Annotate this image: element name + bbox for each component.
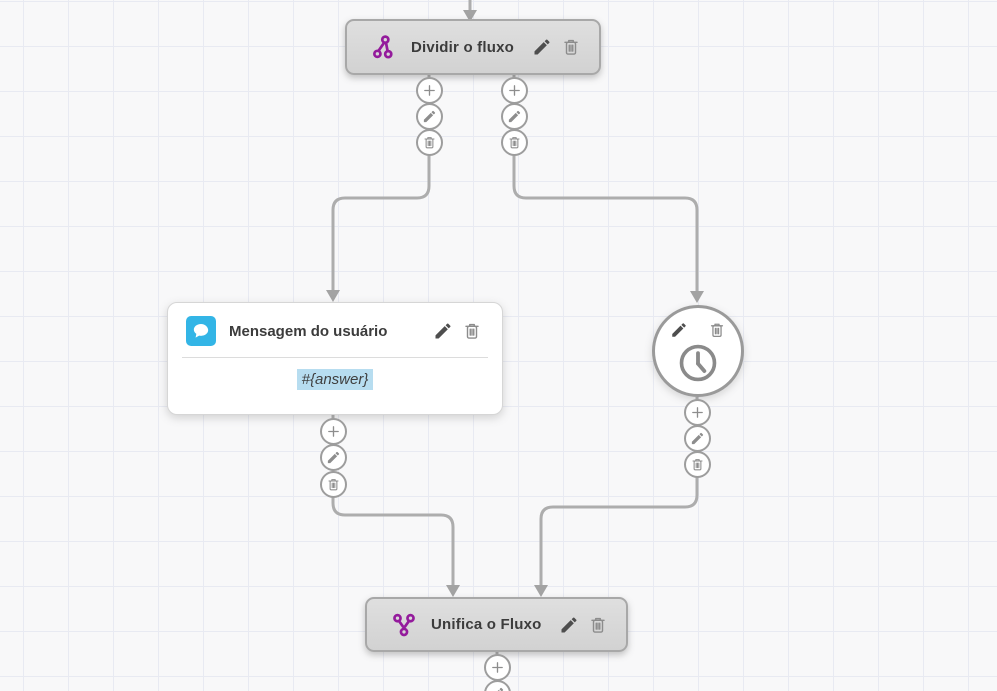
pencil-icon (690, 431, 705, 446)
trash-icon (690, 457, 705, 472)
node-delay[interactable] (652, 305, 744, 397)
pencil-icon (507, 109, 522, 124)
pencil-icon (559, 615, 579, 635)
merge-flow-icon (391, 612, 417, 638)
node-title: Unifica o Fluxo (431, 616, 542, 633)
plus-icon (506, 82, 523, 99)
add-block-button[interactable] (683, 398, 711, 426)
edit-node-button[interactable] (433, 321, 453, 341)
edit-node-button[interactable] (532, 37, 552, 57)
edit-node-button[interactable] (670, 321, 688, 339)
delete-connector-button[interactable] (319, 470, 347, 498)
delete-connector-button[interactable] (683, 450, 711, 478)
card-body: #{answer} (168, 358, 502, 390)
delete-node-button[interactable] (588, 615, 608, 635)
add-block-button[interactable] (483, 653, 511, 681)
plus-icon (689, 404, 706, 421)
trash-icon (708, 321, 726, 339)
edit-connector-button[interactable] (415, 102, 443, 130)
edit-connector-button[interactable] (500, 102, 528, 130)
node-actions (670, 321, 726, 339)
pencil-icon (326, 450, 341, 465)
chat-bubble-icon (186, 316, 216, 346)
clock-icon (675, 340, 721, 386)
plus-icon (325, 423, 342, 440)
pencil-icon (532, 37, 552, 57)
card-divider (182, 357, 488, 358)
delete-connector-button[interactable] (415, 128, 443, 156)
variable-chip[interactable]: #{answer} (296, 369, 374, 390)
trash-icon (326, 477, 341, 492)
edit-connector-button[interactable] (319, 443, 347, 471)
node-title: Mensagem do usuário (229, 322, 388, 340)
trash-icon (561, 37, 581, 57)
pencil-icon (670, 321, 688, 339)
delete-node-button[interactable] (462, 321, 482, 341)
trash-icon (588, 615, 608, 635)
pencil-icon (490, 686, 505, 691)
add-block-button[interactable] (415, 76, 443, 104)
plus-icon (421, 82, 438, 99)
node-split-flow[interactable]: Dividir o fluxo (345, 19, 601, 75)
node-merge-flow[interactable]: Unifica o Fluxo (365, 597, 628, 652)
card-header: Mensagem do usuário (168, 303, 502, 357)
pencil-icon (422, 109, 437, 124)
trash-icon (507, 135, 522, 150)
node-user-message[interactable]: Mensagem do usuário #{answer} (167, 302, 503, 415)
edit-connector-button[interactable] (683, 424, 711, 452)
trash-icon (422, 135, 437, 150)
add-block-button[interactable] (319, 417, 347, 445)
trash-icon (462, 321, 482, 341)
node-title: Dividir o fluxo (411, 38, 515, 56)
delete-node-button[interactable] (561, 37, 581, 57)
edit-node-button[interactable] (559, 615, 579, 635)
plus-icon (489, 659, 506, 676)
add-block-button[interactable] (500, 76, 528, 104)
split-flow-icon (371, 34, 397, 60)
delete-node-button[interactable] (708, 321, 726, 339)
pencil-icon (433, 321, 453, 341)
delete-connector-button[interactable] (500, 128, 528, 156)
